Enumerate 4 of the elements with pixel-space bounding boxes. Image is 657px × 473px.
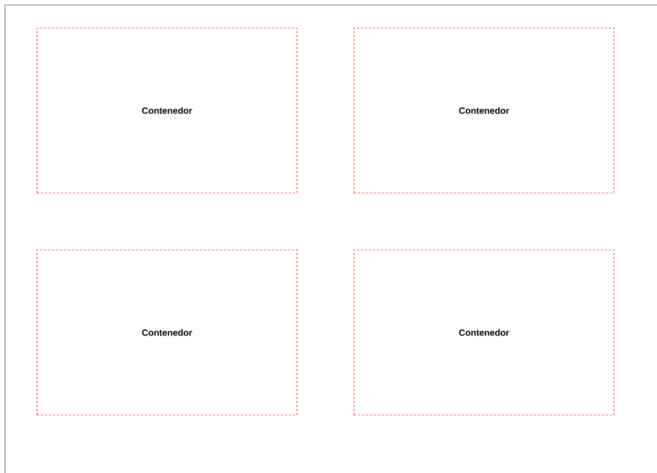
container-box: Contenedor <box>354 28 614 194</box>
container-box: Contenedor <box>354 250 614 416</box>
container-box: Contenedor <box>36 28 298 194</box>
container-box: Contenedor <box>36 250 298 416</box>
